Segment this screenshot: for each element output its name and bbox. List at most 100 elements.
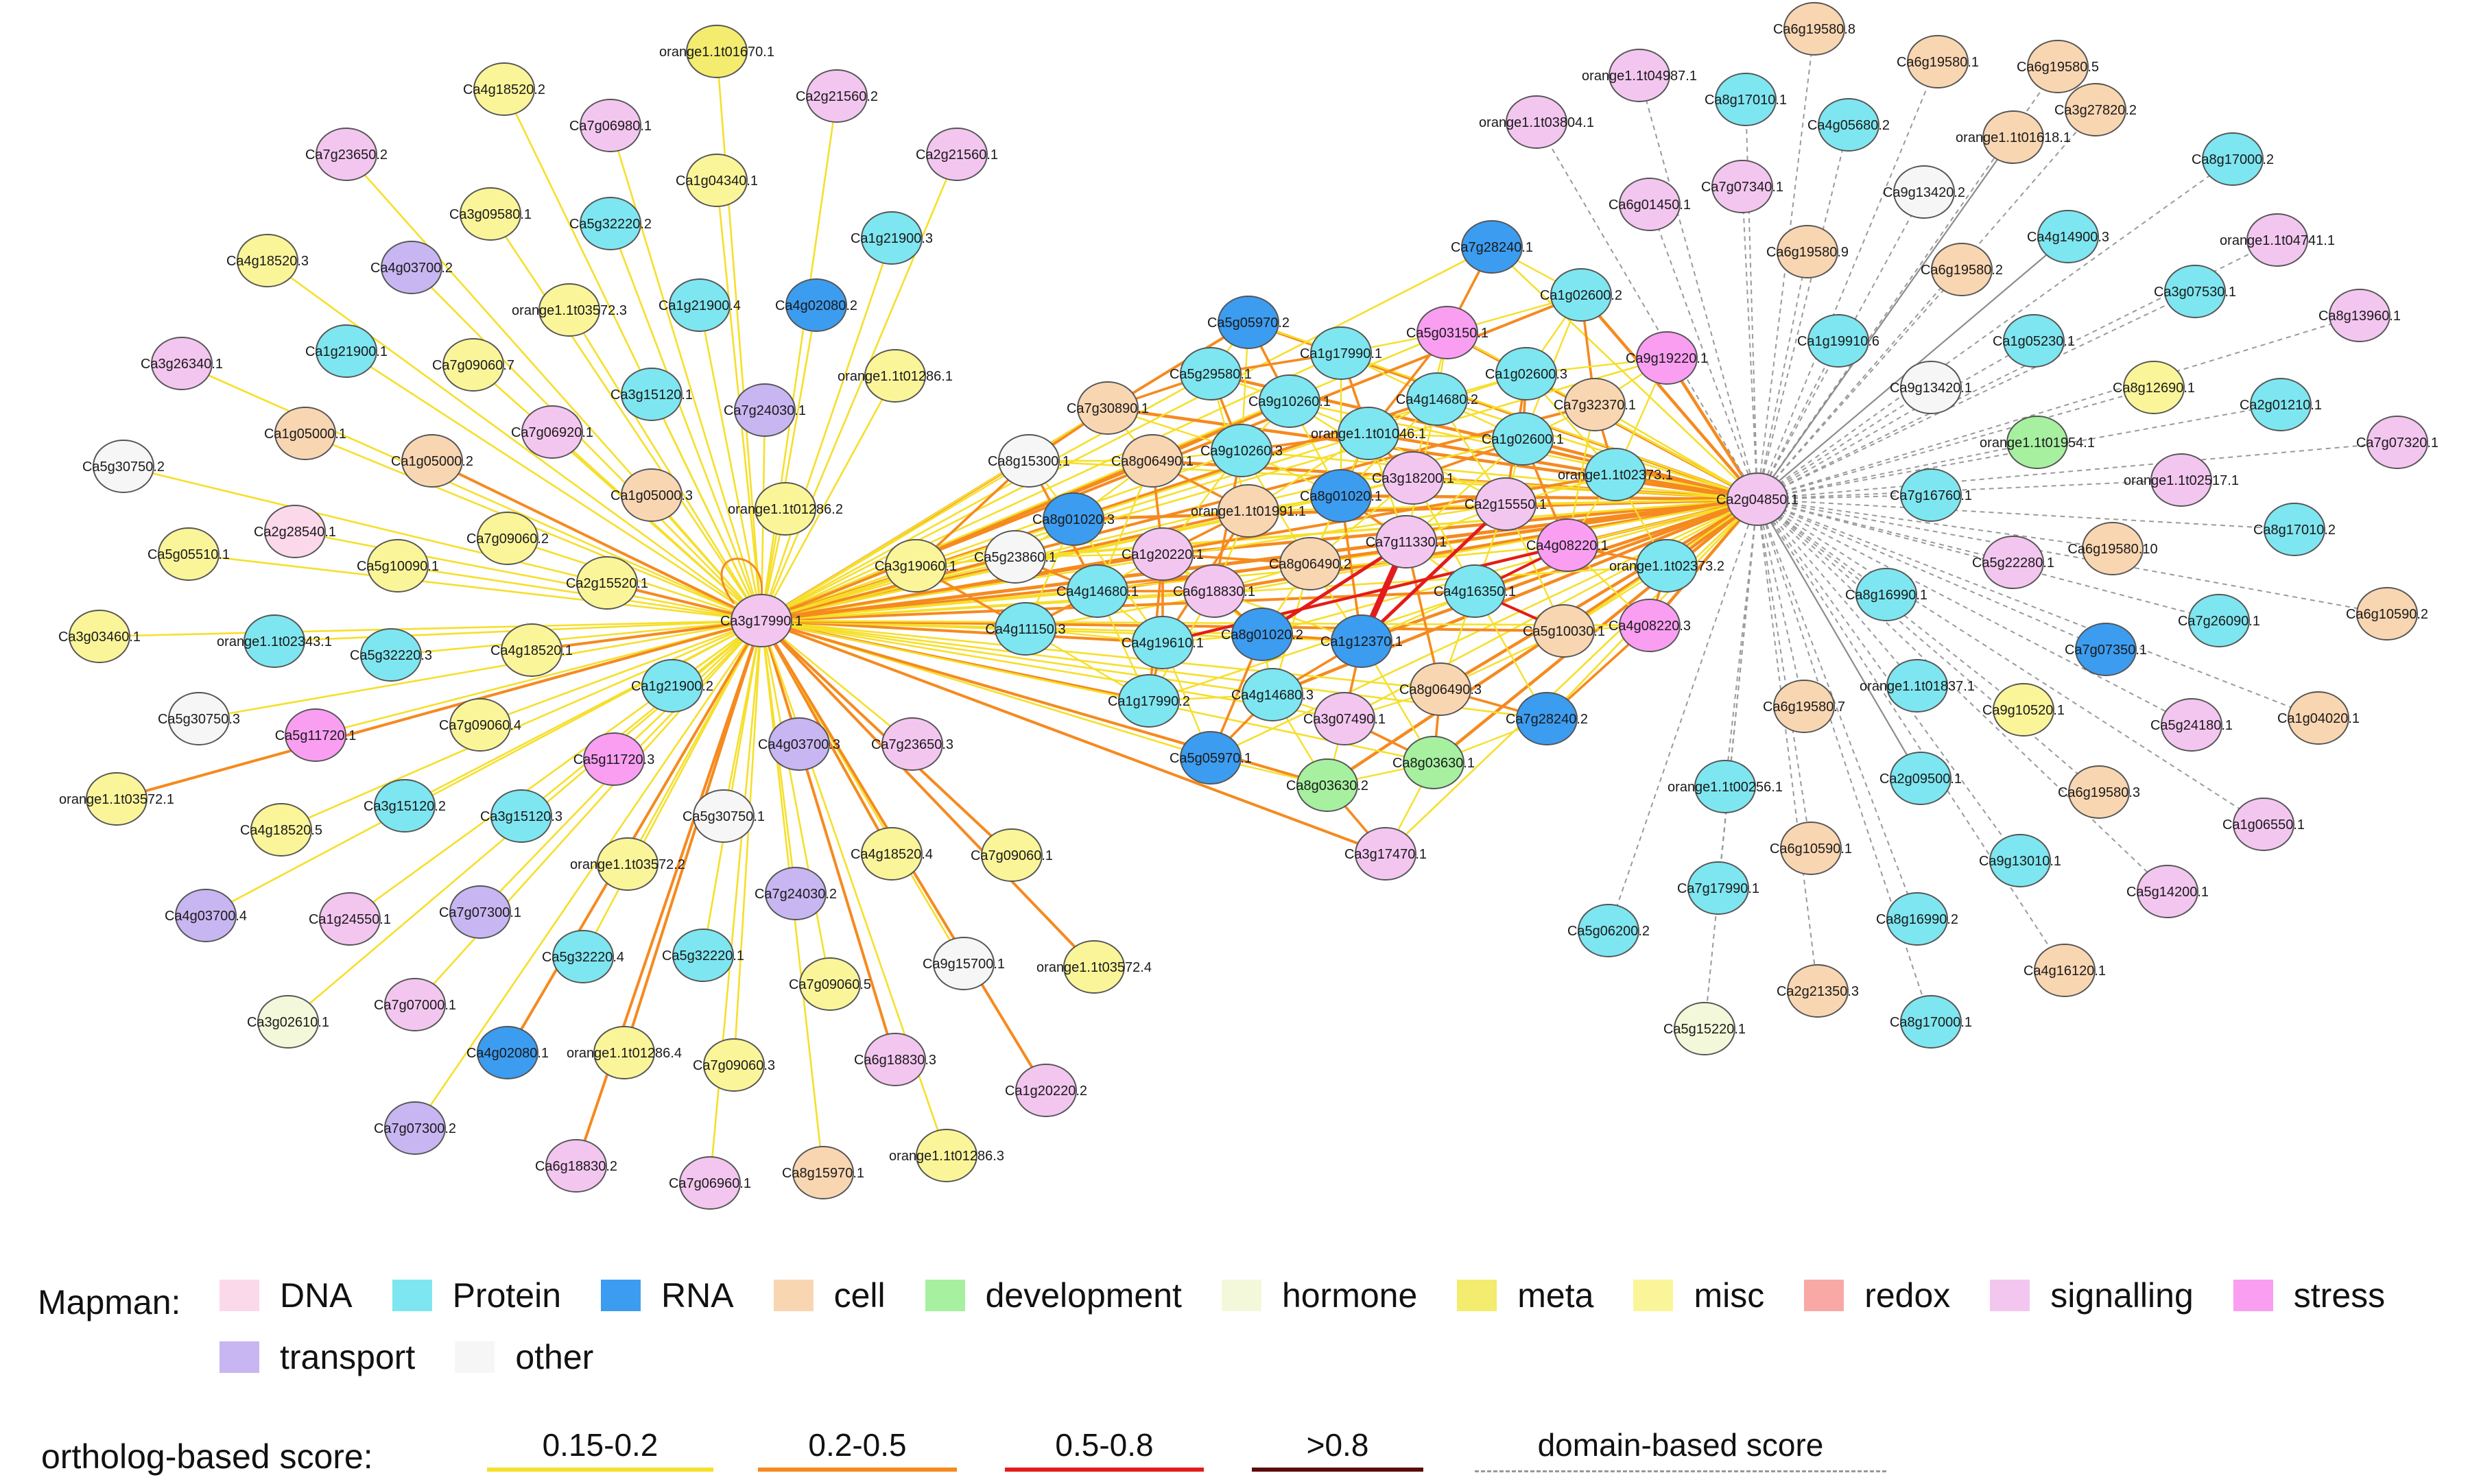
gene-node[interactable]: Ca1g21900.4 — [658, 278, 741, 332]
gene-node[interactable]: Ca7g07320.1 — [2356, 416, 2438, 469]
gene-node[interactable]: Ca1g05000.3 — [610, 468, 693, 522]
gene-node[interactable]: Ca4g08220.1 — [1526, 518, 1609, 572]
gene-node[interactable]: Ca2g15520.1 — [566, 556, 648, 610]
gene-node[interactable]: Ca3g09580.1 — [449, 187, 532, 241]
gene-node[interactable]: Ca5g32220.3 — [350, 628, 432, 682]
gene-node[interactable]: Ca7g24030.1 — [724, 383, 806, 437]
gene-node[interactable]: Ca5g32220.2 — [569, 197, 652, 250]
gene-node[interactable]: Ca7g09060.1 — [971, 828, 1053, 882]
gene-node[interactable]: Ca4g18520.5 — [240, 803, 322, 857]
gene-node[interactable]: orange1.1t01670.1 — [659, 25, 774, 78]
gene-node[interactable]: Ca8g17000.2 — [2192, 132, 2274, 186]
gene-node[interactable]: Ca7g09060.3 — [693, 1038, 775, 1092]
gene-node[interactable]: orange1.1t01286.1 — [838, 349, 953, 403]
gene-node[interactable]: Ca3g27820.2 — [2054, 83, 2137, 136]
gene-node[interactable]: Ca8g15300.1 — [988, 434, 1070, 488]
gene-node[interactable]: Ca8g13960.1 — [2318, 289, 2401, 342]
gene-node[interactable]: Ca4g05680.2 — [1807, 98, 1890, 152]
gene-node[interactable]: Ca1g21900.2 — [631, 659, 713, 713]
gene-node[interactable]: Ca4g03700.4 — [165, 889, 247, 942]
gene-node[interactable]: Ca7g07350.1 — [2065, 623, 2147, 676]
gene-node[interactable]: Ca8g03630.1 — [1392, 736, 1475, 789]
gene-node[interactable]: Ca8g16990.2 — [1876, 892, 1958, 946]
gene-node[interactable]: Ca7g11330.1 — [1366, 515, 1447, 569]
gene-node[interactable]: orange1.1t01286.2 — [728, 482, 843, 536]
gene-node[interactable]: Ca5g10030.1 — [1523, 604, 1605, 658]
gene-node[interactable]: Ca2g21560.1 — [916, 128, 998, 181]
gene-node[interactable]: Ca7g09060.5 — [789, 957, 871, 1011]
gene-node[interactable]: Ca4g03700.2 — [370, 241, 453, 294]
gene-node[interactable]: orange1.1t01837.1 — [1860, 659, 1975, 713]
gene-node[interactable]: Ca6g01450.1 — [1609, 178, 1691, 231]
gene-node[interactable]: Ca1g04340.1 — [676, 154, 758, 207]
gene-node[interactable]: Ca3g07530.1 — [2154, 265, 2236, 318]
gene-node[interactable]: Ca1g05000.1 — [264, 407, 346, 460]
gene-node[interactable]: orange1.1t01286.3 — [889, 1129, 1004, 1182]
gene-node[interactable]: Ca7g06980.1 — [569, 99, 652, 152]
gene-node[interactable]: Ca6g19580.1 — [1897, 35, 1979, 88]
gene-node[interactable]: Ca4g14680.1 — [1056, 564, 1139, 618]
gene-node[interactable]: Ca4g03700.3 — [758, 717, 840, 771]
gene-node[interactable]: Ca7g28240.2 — [1506, 692, 1588, 745]
gene-node[interactable]: Ca1g17990.1 — [1300, 326, 1382, 380]
gene-node[interactable]: Ca9g19220.1 — [1626, 331, 1708, 385]
gene-node[interactable]: Ca3g15120.2 — [364, 779, 446, 833]
gene-node[interactable]: orange1.1t01991.1 — [1191, 484, 1306, 538]
gene-node[interactable]: Ca4g18520.2 — [463, 62, 545, 116]
gene-node[interactable]: Ca7g32370.1 — [1554, 378, 1636, 431]
gene-node[interactable]: Ca5g11720.3 — [573, 732, 655, 786]
gene-node[interactable]: Ca6g18830.3 — [854, 1033, 936, 1086]
gene-node[interactable]: Ca9g10520.1 — [1982, 683, 2065, 737]
gene-node[interactable]: Ca4g18520.4 — [851, 827, 933, 881]
gene-node[interactable]: Ca8g06490.3 — [1399, 662, 1482, 716]
gene-node[interactable]: Ca6g19580.2 — [1921, 243, 2003, 296]
gene-node[interactable]: Ca7g16760.1 — [1890, 468, 1972, 522]
gene-node[interactable]: Ca1g19910.6 — [1797, 314, 1879, 368]
gene-node[interactable]: Ca3g18200.1 — [1372, 451, 1454, 505]
gene-node[interactable]: Ca3g17470.1 — [1344, 827, 1427, 881]
gene-node[interactable]: Ca8g01020.1 — [1300, 469, 1382, 523]
gene-node[interactable]: Ca5g32220.1 — [662, 929, 744, 982]
gene-node[interactable]: Ca4g14680.3 — [1231, 668, 1314, 721]
gene-node[interactable]: Ca8g01020.3 — [1032, 492, 1115, 546]
gene-node[interactable]: Ca2g21350.3 — [1777, 964, 1859, 1018]
gene-node[interactable]: Ca4g16350.1 — [1434, 564, 1516, 618]
gene-node[interactable]: Ca7g26090.1 — [2178, 594, 2260, 647]
gene-node[interactable]: Ca7g07300.1 — [439, 885, 521, 939]
gene-node[interactable]: Ca8g17010.1 — [1705, 73, 1787, 126]
gene-node[interactable]: Ca4g18520.1 — [490, 623, 573, 677]
gene-node[interactable]: Ca5g05970.1 — [1170, 731, 1252, 785]
gene-node[interactable]: Ca1g20220.1 — [1122, 527, 1204, 581]
gene-node[interactable]: Ca7g06960.1 — [669, 1156, 751, 1210]
gene-node[interactable]: Ca3g15120.1 — [610, 368, 693, 421]
gene-node[interactable]: Ca2g15550.1 — [1464, 477, 1547, 531]
gene-node[interactable]: Ca7g23650.2 — [305, 128, 388, 181]
gene-node[interactable]: orange1.1t03572.4 — [1036, 940, 1152, 994]
gene-node[interactable]: Ca8g17010.2 — [2253, 503, 2336, 556]
gene-node[interactable]: Ca4g02080.1 — [466, 1026, 549, 1079]
gene-node[interactable]: Ca1g17990.2 — [1108, 674, 1190, 728]
gene-node[interactable]: Ca6g19580.9 — [1766, 225, 1849, 278]
gene-node[interactable]: Ca7g06920.1 — [511, 405, 593, 459]
gene-node[interactable]: Ca1g02600.1 — [1482, 412, 1564, 466]
gene-node[interactable]: orange1.1t03572.3 — [512, 283, 627, 337]
gene-node[interactable]: Ca6g10590.2 — [2346, 587, 2428, 641]
gene-node[interactable]: Ca2g04850.1 — [1716, 472, 1799, 526]
gene-node[interactable]: Ca5g30750.3 — [158, 692, 240, 745]
gene-node[interactable]: Ca5g32220.4 — [542, 930, 624, 983]
gene-node[interactable]: Ca1g05000.2 — [391, 434, 473, 488]
gene-node[interactable]: Ca3g17990.1 — [720, 594, 803, 647]
gene-node[interactable]: Ca6g19580.5 — [2017, 40, 2099, 93]
gene-node[interactable]: Ca8g06490.2 — [1269, 537, 1351, 590]
gene-node[interactable]: Ca6g19580.10 — [2067, 522, 2158, 575]
gene-node[interactable]: Ca6g19580.8 — [1773, 2, 1855, 56]
gene-node[interactable]: Ca3g15120.3 — [480, 789, 562, 843]
gene-node[interactable]: Ca7g09060.7 — [432, 338, 514, 392]
gene-node[interactable]: Ca7g24030.2 — [755, 867, 837, 920]
gene-node[interactable]: Ca2g21560.2 — [796, 69, 878, 123]
gene-node[interactable]: Ca7g09060.4 — [439, 698, 521, 752]
gene-node[interactable]: Ca9g10260.3 — [1200, 424, 1283, 477]
gene-node[interactable]: Ca5g11720.1 — [275, 708, 357, 762]
gene-node[interactable]: Ca4g16120.1 — [2024, 944, 2106, 997]
gene-node[interactable]: Ca1g21900.3 — [851, 211, 933, 265]
